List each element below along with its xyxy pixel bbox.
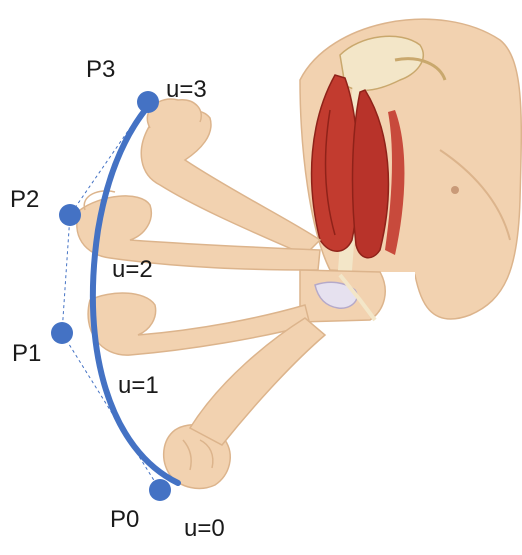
forearm-pose-bottom-arm bbox=[188, 317, 327, 446]
control-point-p1[interactable] bbox=[51, 322, 73, 344]
label-u2: u=2 bbox=[112, 256, 153, 283]
label-u0: u=0 bbox=[184, 515, 225, 542]
label-u3: u=3 bbox=[166, 76, 207, 103]
label-p1: P1 bbox=[12, 340, 42, 367]
forearm-pose-top bbox=[140, 109, 322, 256]
b-spline-curve bbox=[89, 101, 181, 486]
label-p2: P2 bbox=[10, 186, 40, 213]
arm-anatomy-illustration bbox=[76, 18, 522, 490]
label-p0: P0 bbox=[110, 506, 140, 533]
forearm-pose-mid-upper bbox=[76, 195, 321, 271]
control-point-p0[interactable] bbox=[149, 479, 171, 501]
label-p3: P3 bbox=[86, 56, 116, 83]
label-u1: u=1 bbox=[118, 372, 159, 399]
brachialis-muscle bbox=[351, 89, 390, 259]
control-point-p3[interactable] bbox=[137, 91, 159, 113]
forearm-pose-mid-lower bbox=[87, 292, 311, 356]
control-point-p2[interactable] bbox=[59, 204, 81, 226]
